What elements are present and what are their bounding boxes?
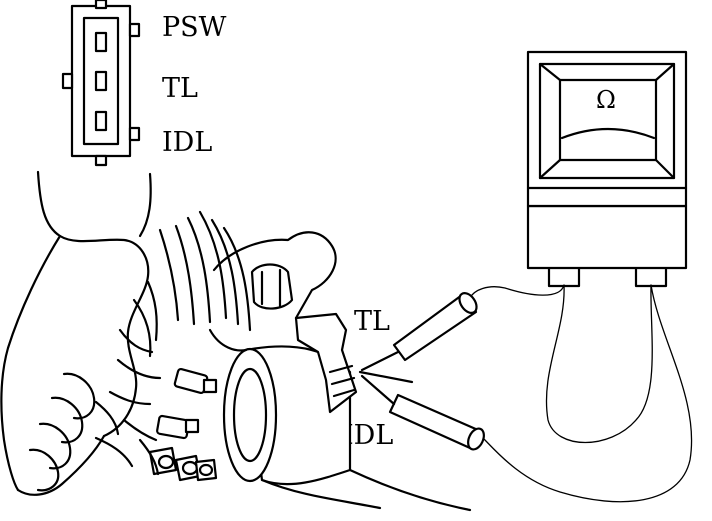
lead-wire-lower <box>482 284 693 503</box>
probe-upper-tip <box>360 350 400 372</box>
pin-label-psw: PSW <box>162 12 227 43</box>
hand-illustration <box>0 170 152 496</box>
test-leads <box>469 284 693 503</box>
connector-pin-psw <box>94 31 108 53</box>
pin-label-idl: IDL <box>162 127 212 158</box>
probe-label-idl: IDL <box>343 420 393 451</box>
pin-label-tl: TL <box>162 73 198 104</box>
lead-wire-upper <box>469 284 565 299</box>
lead-wire-loop <box>545 284 653 444</box>
connector-side-tab <box>61 72 74 90</box>
connector-housing <box>70 4 132 158</box>
probe-upper <box>360 292 478 372</box>
connector-side-tab <box>128 126 141 142</box>
connector-top-tab <box>94 0 108 10</box>
probe-label-tl: TL <box>354 306 390 337</box>
probe-lower <box>360 374 485 451</box>
probe-upper-body <box>392 293 478 362</box>
sensor-connector <box>294 312 358 414</box>
connector-bottom-tab <box>94 154 108 167</box>
connector-pin-idl <box>94 110 108 132</box>
connector-pin-tl <box>94 70 108 92</box>
ohm-symbol: Ω <box>596 86 616 114</box>
probe-lower-body <box>388 393 480 450</box>
probe-lower-tip <box>360 374 396 406</box>
throttle-body-assembly <box>94 210 472 512</box>
connector-diagram: PSW TL IDL <box>61 0 227 167</box>
connector-side-tab <box>128 22 141 38</box>
ohmmeter-base <box>526 204 688 270</box>
ohmmeter: Ω <box>526 50 688 288</box>
hose-clamp <box>250 263 294 310</box>
throttle-sensor-face <box>222 347 278 483</box>
connector-inner-frame <box>82 16 120 146</box>
ohmmeter-scale-arc <box>560 127 656 140</box>
